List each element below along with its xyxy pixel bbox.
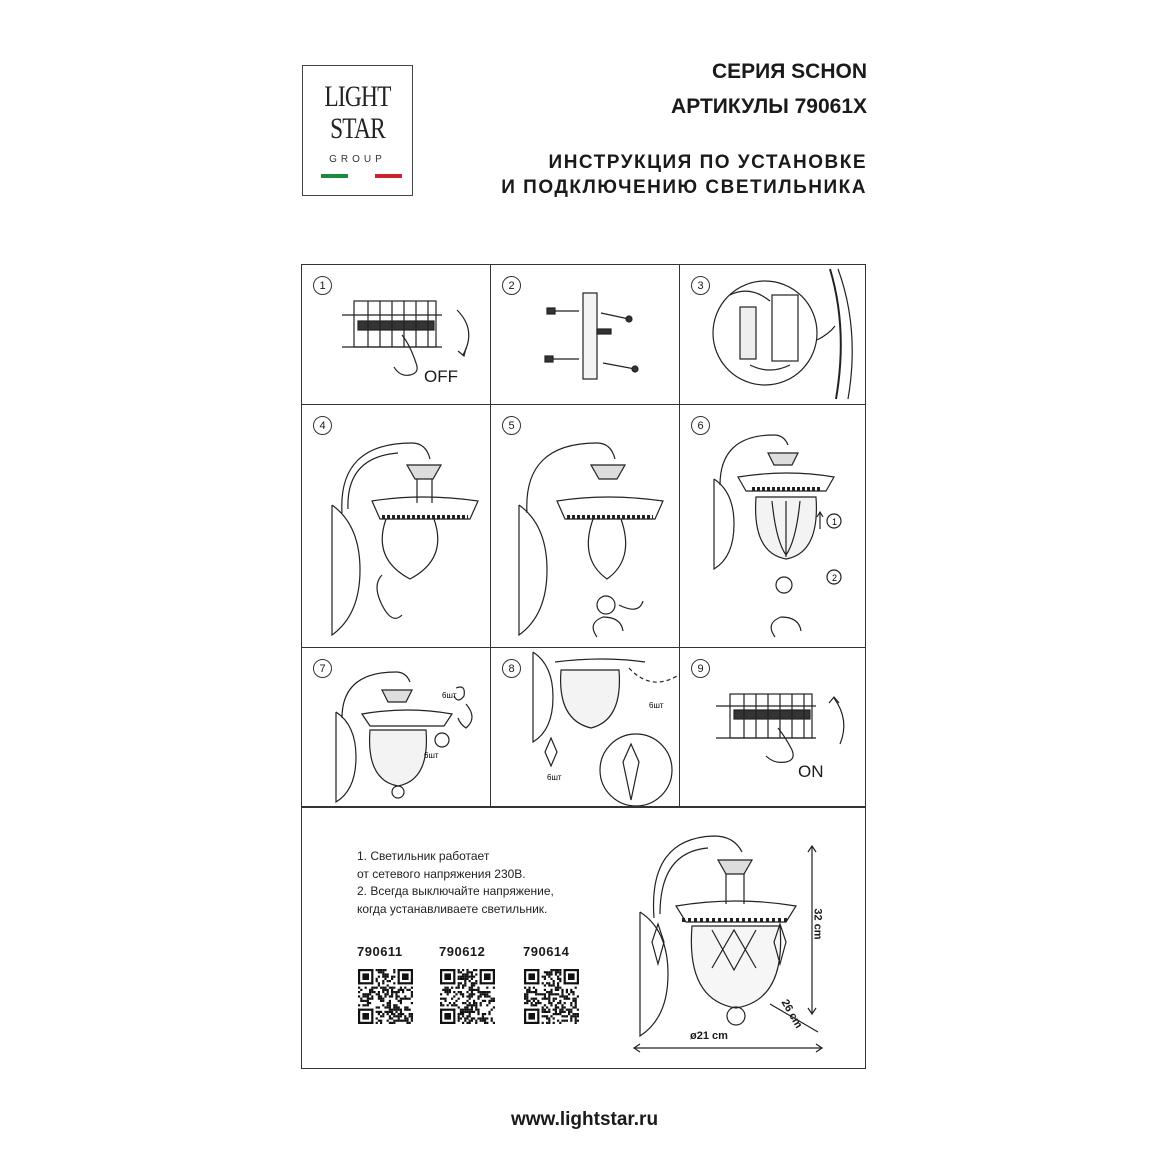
article-code: 790611 (357, 944, 403, 959)
website-link[interactable]: www.lightstar.ru (510, 1109, 659, 1130)
count-label: 6шт (547, 773, 562, 782)
step-9-panel: 9 ON (679, 647, 866, 807)
step-4-panel: 4 (301, 404, 491, 648)
svg-text:1: 1 (832, 517, 837, 527)
step-number: 1 (313, 276, 332, 295)
qr-code-icon[interactable] (524, 969, 579, 1024)
glass-shade-install-icon: 1 2 (713, 434, 842, 638)
step-number: 2 (502, 276, 521, 295)
logo-line-3: GROUP (329, 154, 386, 165)
article-code: 790614 (523, 944, 570, 959)
svg-text:2: 2 (832, 573, 837, 583)
article-code: 790612 (439, 944, 486, 959)
count-label: 6шт (649, 701, 664, 710)
note-line: от сетевого напряжения 230В. (357, 866, 526, 881)
step-number: 4 (313, 416, 332, 435)
count-label: 6шт (442, 691, 457, 700)
steps-grid: 1 OFF 2 (301, 264, 866, 807)
step-5-panel: 5 (490, 404, 680, 648)
note-line: 2. Всегда выключайте напряжение, (357, 884, 554, 898)
count-label: 6шт (424, 751, 439, 760)
wiring-terminal-icon (712, 268, 853, 400)
logo-line-1: LIGHT (324, 80, 391, 113)
instruction-title: ИНСТРУКЦИЯ ПО УСТАНОВКЕ И ПОДКЛЮЧЕНИЮ СВ… (501, 150, 867, 200)
diameter-dimension: ø21 cm (690, 1030, 728, 1042)
step-number: 9 (691, 659, 710, 678)
series-title: СЕРИЯ SCHON (711, 60, 867, 83)
crystal-chain-icon: 6шт 6шт (532, 651, 679, 806)
step-number: 8 (502, 659, 521, 678)
step-6-panel: 6 1 2 (679, 404, 866, 648)
fixture-mounting-icon (331, 442, 479, 637)
step-number: 6 (691, 416, 710, 435)
qr-code-icon[interactable] (358, 969, 413, 1024)
circuit-breaker-off-icon (342, 300, 470, 376)
italian-flag-icon (321, 174, 402, 178)
step-number: 3 (691, 276, 710, 295)
step-1-panel: 1 OFF (301, 264, 491, 405)
step-7-panel: 7 6шт 6шт (301, 647, 491, 807)
on-label: ON (798, 762, 824, 781)
step-2-panel: 2 (490, 264, 680, 405)
step-3-panel: 3 (679, 264, 866, 405)
step-number: 7 (313, 659, 332, 678)
bulb-install-icon (518, 442, 664, 638)
qr-code-icon[interactable] (440, 969, 495, 1024)
circuit-breaker-on-icon (716, 693, 845, 763)
note-line: 1. Светильник работает (357, 849, 490, 863)
articles-title: АРТИКУЛЫ 79061X (671, 95, 867, 118)
step-number: 5 (502, 416, 521, 435)
mounting-plate-screws-icon (544, 292, 639, 380)
notes: 1. Светильник работает от сетевого напря… (357, 848, 554, 918)
step-8-panel: 8 6шт 6шт (490, 647, 680, 807)
fixture-drawing-icon (632, 835, 824, 1053)
off-label: OFF (424, 367, 458, 386)
crystal-hook-icon: 6шт 6шт (335, 671, 473, 804)
logo-line-2: STAR (330, 112, 386, 145)
brand-logo: LIGHT STAR GROUP (302, 65, 413, 196)
note-line: когда устанавливаете светильник. (357, 901, 548, 916)
instruction-line-1: ИНСТРУКЦИЯ ПО УСТАНОВКЕ (548, 152, 867, 173)
instruction-line-2: И ПОДКЛЮЧЕНИЮ СВЕТИЛЬНИКА (501, 177, 867, 198)
info-panel: 1. Светильник работает от сетевого напря… (301, 807, 866, 1069)
height-dimension: 32 cm (811, 908, 824, 940)
